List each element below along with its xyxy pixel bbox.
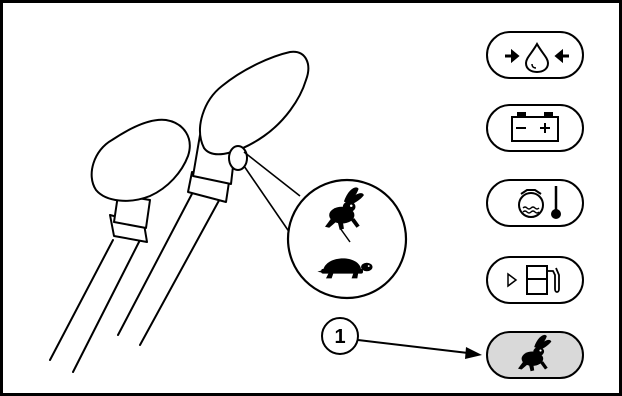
battery-indicator — [486, 104, 584, 152]
callout-1: 1 — [321, 317, 482, 359]
detail-leader-line-lower — [243, 165, 293, 237]
callout-arrowhead — [465, 347, 482, 359]
speed-switch-button — [228, 145, 248, 171]
callout-number: 1 — [334, 326, 345, 348]
engine-oil-pressure-indicator — [486, 31, 584, 79]
fuel-level-icon — [507, 265, 560, 295]
fuel-indicator — [486, 256, 584, 304]
coolant-temperature-indicator — [486, 179, 584, 227]
detail-leader-line-upper — [243, 151, 301, 197]
battery-charge-icon — [511, 112, 559, 142]
fast-speed-indicator — [486, 331, 584, 379]
right-lever — [117, 50, 310, 346]
callout-leader-line — [357, 339, 469, 354]
speed-switch-detail — [286, 178, 408, 300]
coolant-temperature-icon — [518, 186, 561, 219]
engine-oil-pressure-icon — [505, 41, 569, 74]
left-lever — [49, 118, 191, 373]
